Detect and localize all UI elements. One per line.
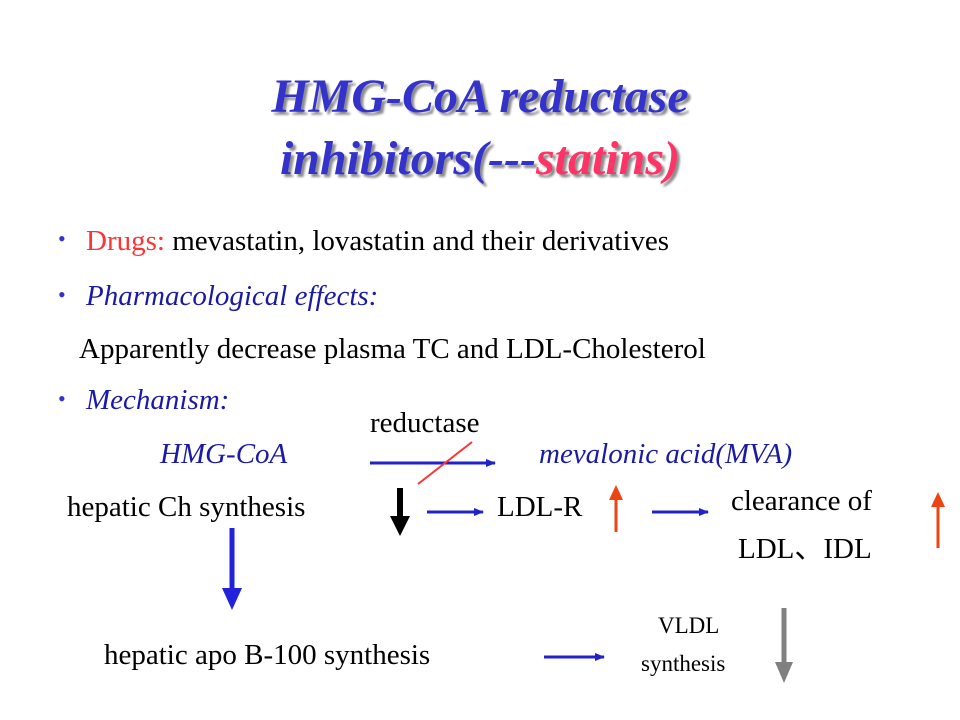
hepatic-ch-label: hepatic Ch synthesis [67, 491, 306, 523]
inhibition-slash [417, 441, 473, 485]
title-text-1: HMG-CoA reductase [271, 70, 689, 123]
decrease-arrow-icon [775, 608, 793, 683]
clearance-line1: clearance of [731, 485, 872, 517]
mva-label: mevalonic acid(MVA) [539, 438, 793, 470]
drugs-line: Drugs: mevastatin, lovastatin and their … [86, 224, 669, 258]
ldl-r-label: LDL-R [497, 491, 583, 523]
bullet-dot: • [58, 282, 66, 307]
slide-title-line1: HMG-CoA reductase [0, 68, 960, 126]
decrease-arrow-icon [390, 488, 410, 536]
mechanism-label: Mechanism: [86, 384, 230, 416]
bullet-dot: • [58, 386, 66, 411]
bullet-dot: • [58, 226, 66, 251]
increase-arrow-icon [931, 492, 945, 548]
apo-b-label: hepatic apo B-100 synthesis [104, 639, 431, 671]
effects-label: Pharmacological effects: [86, 280, 379, 312]
down-arrow-icon [222, 528, 242, 610]
increase-arrow-icon [609, 485, 623, 532]
drugs-label: Drugs: [86, 225, 165, 257]
vldl-line2: synthesis [641, 651, 726, 676]
drugs-text: mevastatin, lovastatin and their derivat… [164, 225, 670, 257]
vldl-line1: VLDL [658, 613, 720, 638]
title-text-2b: statins) [535, 132, 681, 185]
effects-text: Apparently decrease plasma TC and LDL-Ch… [79, 333, 706, 365]
reductase-label: reductase [370, 407, 480, 439]
title-text-2a: inhibitors(--- [279, 132, 536, 185]
clearance-line2: LDL、IDL [738, 533, 872, 565]
hmg-coa-label: HMG-CoA [160, 438, 288, 470]
slide-title-line2: inhibitors(---statins) [0, 130, 960, 188]
